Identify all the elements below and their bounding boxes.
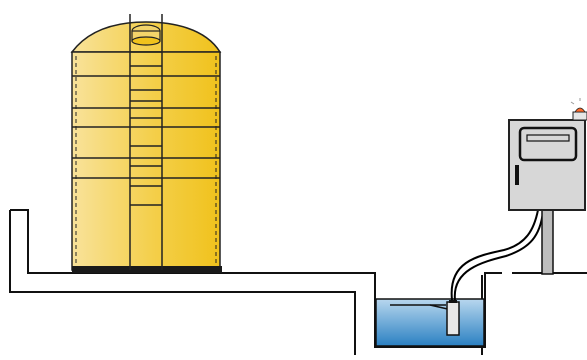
sump-pit-icon (375, 298, 485, 347)
submersible-pump-icon (446, 300, 460, 336)
signal-cable-icon (450, 209, 544, 301)
ladder-icon (129, 14, 163, 270)
alarm-beacon-icon (570, 98, 587, 121)
storage-tank-icon (70, 21, 222, 273)
control-panel-icon (508, 119, 586, 275)
